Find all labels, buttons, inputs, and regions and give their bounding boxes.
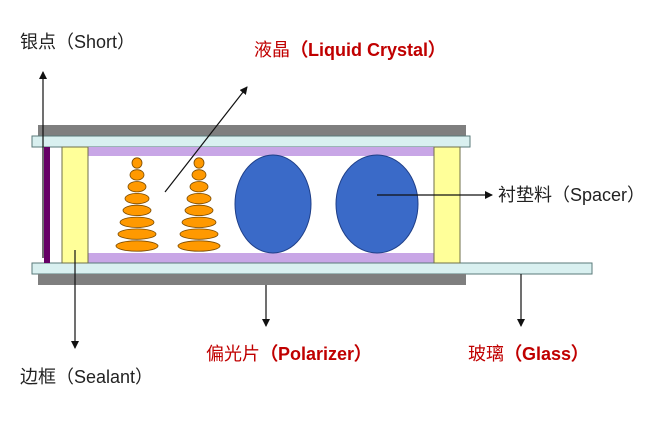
liquid-crystal-molecule: [181, 216, 217, 228]
top-glass: [31, 135, 471, 148]
liquid-crystal-stack-left: [115, 157, 159, 252]
top-polarizer: [38, 125, 466, 136]
top-alignment-layer: [88, 147, 434, 156]
bottom-polarizer: [38, 274, 466, 285]
liquid-crystal-label: 液晶（Liquid Crystal）: [254, 40, 446, 61]
liquid-crystal-molecule: [189, 181, 209, 193]
bottom-glass: [31, 262, 593, 275]
liquid-crystal-molecule: [131, 157, 143, 169]
spacer-label: 衬垫料（Spacer）: [498, 185, 645, 206]
liquid-crystal-molecule: [122, 204, 152, 216]
glass-label: 玻璃（Glass）: [468, 344, 589, 365]
liquid-crystal-molecule: [179, 228, 219, 240]
sealant-right: [433, 146, 461, 264]
liquid-crystal-molecule: [177, 240, 221, 252]
liquid-crystal-molecule: [127, 181, 147, 193]
sealant-label: 边框（Sealant）: [20, 367, 153, 388]
liquid-crystal-molecule: [186, 193, 212, 205]
spacer-ball-left: [234, 154, 312, 254]
spacer-ball-right: [335, 154, 419, 254]
liquid-crystal-molecule: [115, 240, 159, 252]
sealant-left: [61, 146, 89, 264]
liquid-crystal-molecule: [124, 193, 150, 205]
liquid-crystal-arrow: [164, 86, 248, 193]
liquid-crystal-molecule: [119, 216, 155, 228]
short-label: 银点（Short）: [20, 32, 135, 53]
polarizer-label: 偏光片（Polarizer）: [206, 344, 372, 365]
liquid-crystal-molecule: [193, 157, 205, 169]
short-silver-dot: [44, 147, 50, 263]
liquid-crystal-molecule: [129, 169, 145, 181]
bottom-alignment-layer: [88, 253, 434, 263]
liquid-crystal-stack-right: [177, 157, 221, 252]
liquid-crystal-molecule: [117, 228, 157, 240]
liquid-crystal-molecule: [184, 204, 214, 216]
liquid-crystal-molecule: [191, 169, 207, 181]
